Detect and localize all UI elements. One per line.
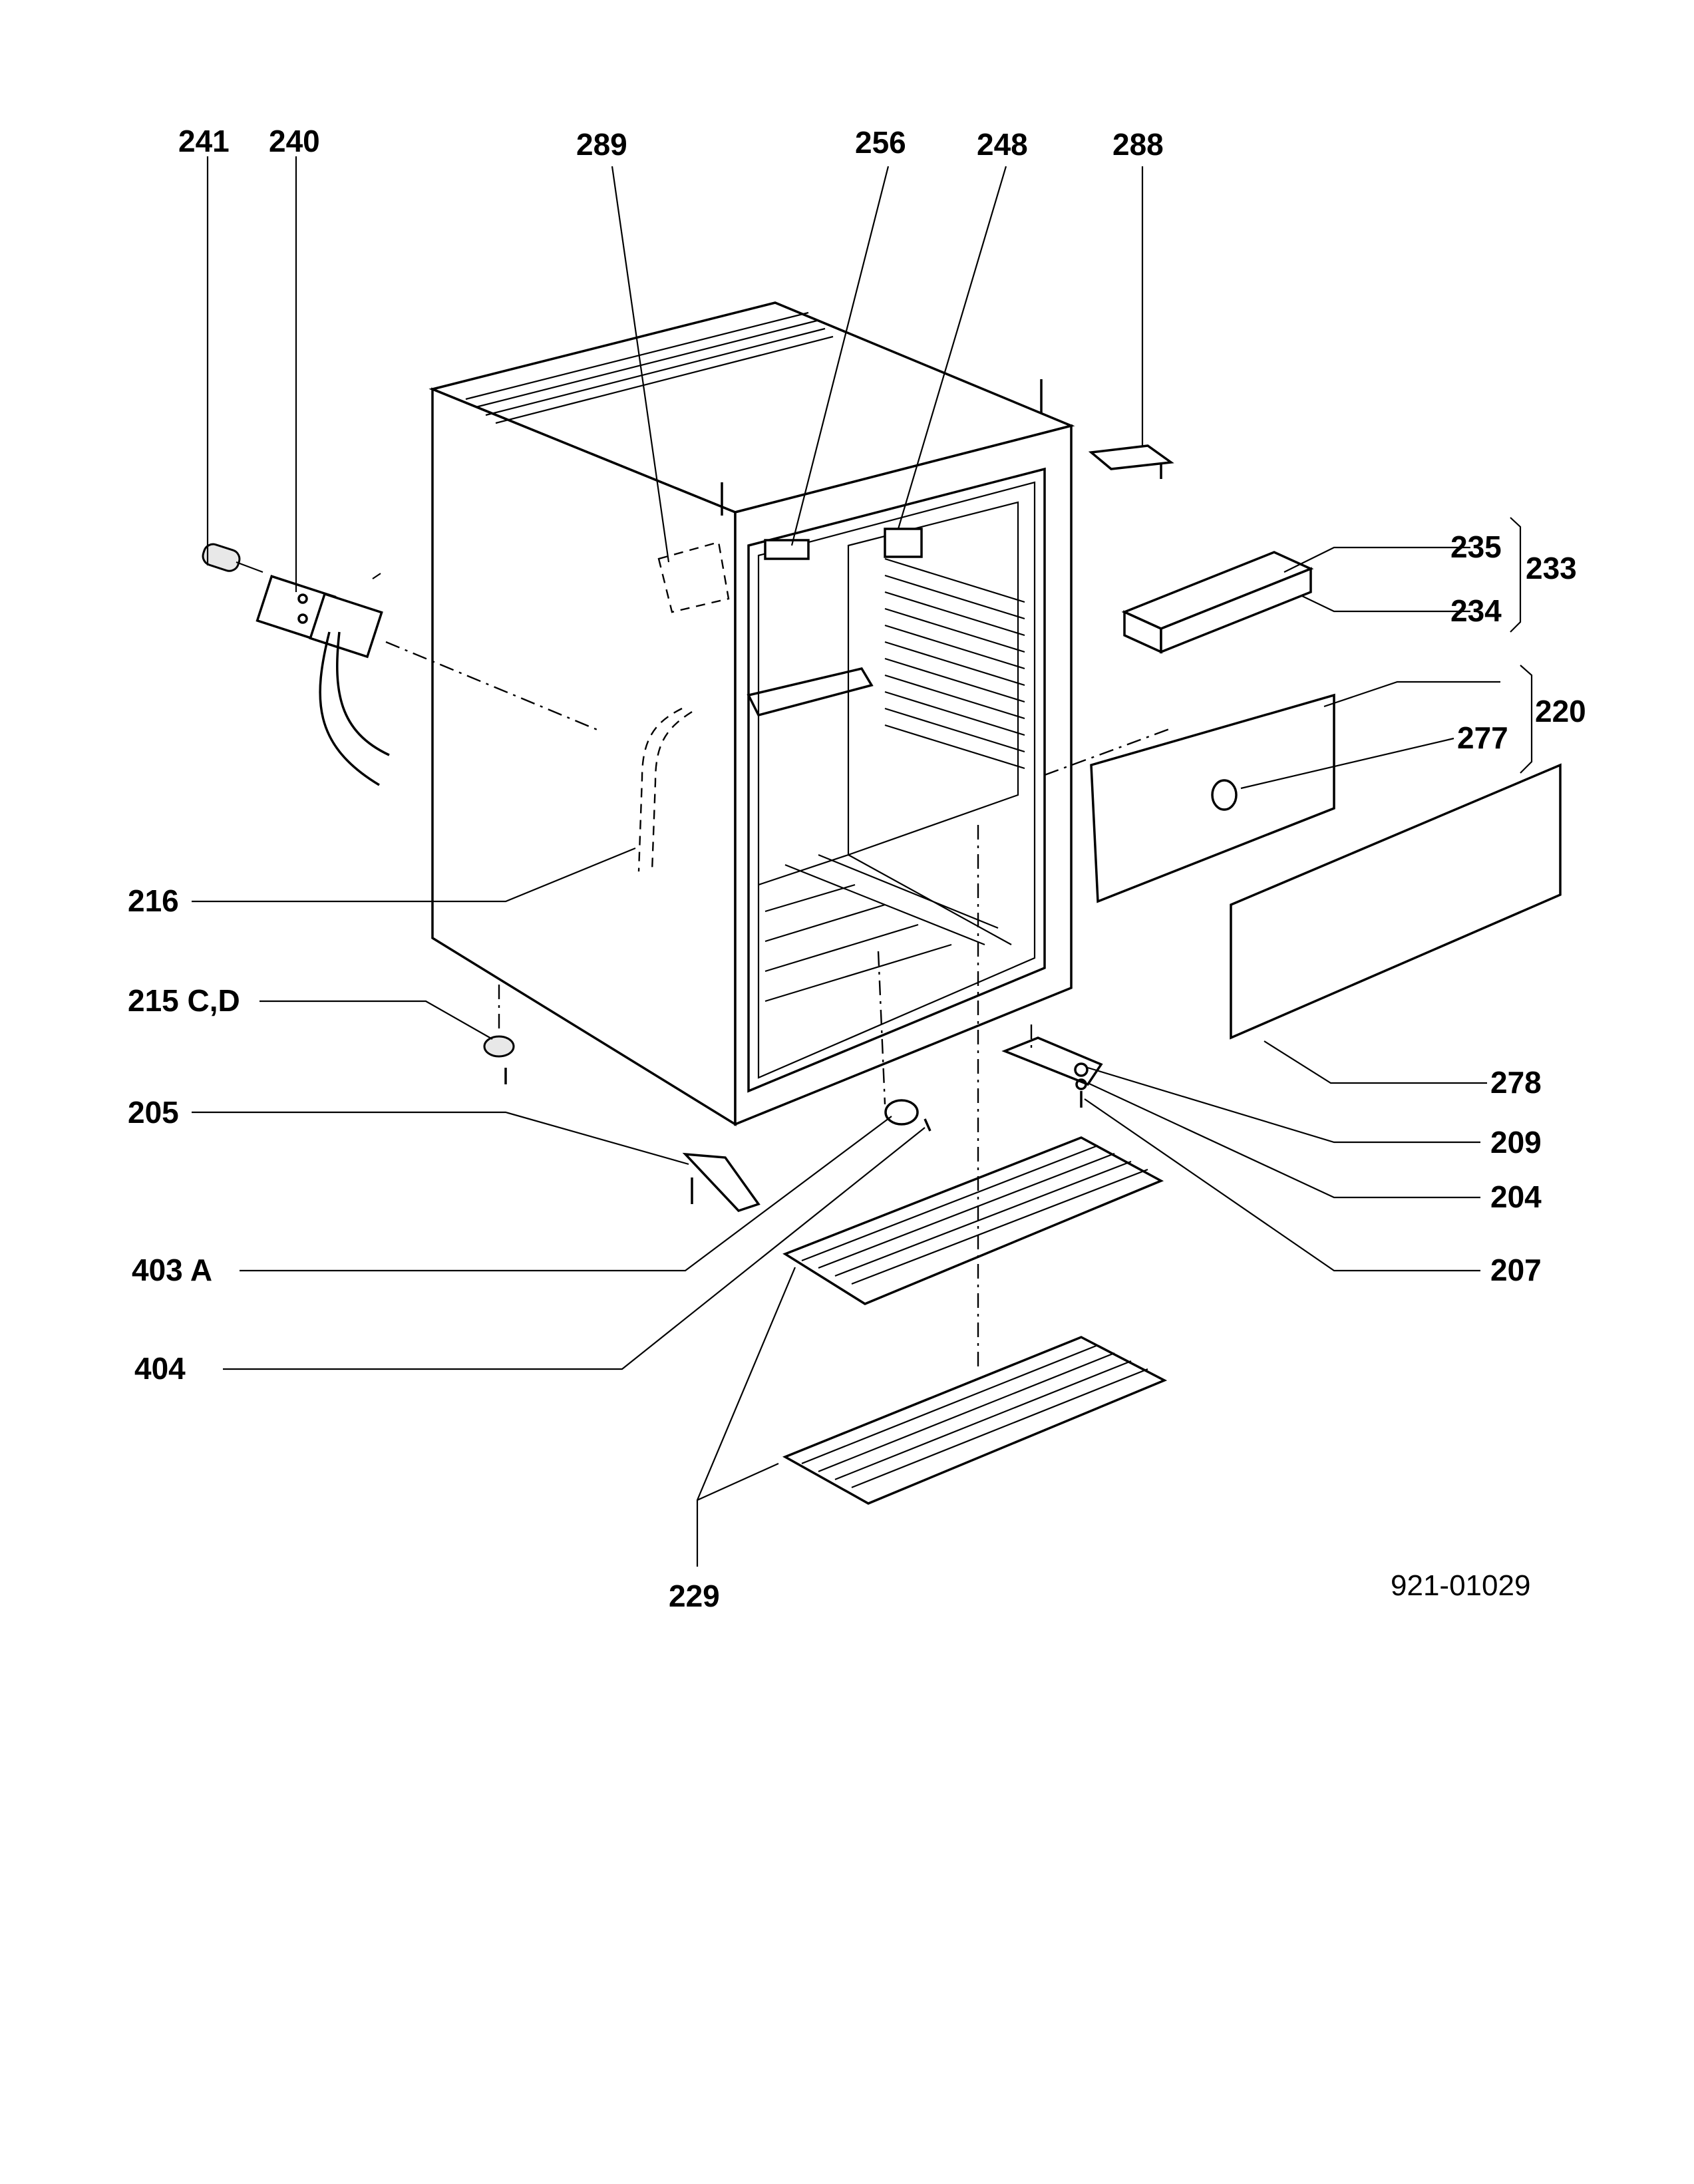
callout-288: 288 xyxy=(1112,127,1164,162)
bottom-hinge-right xyxy=(1001,1036,1103,1108)
decor-panel xyxy=(1230,763,1562,1040)
callout-216: 216 xyxy=(128,883,179,918)
hinge-289 xyxy=(657,541,730,613)
bottom-hinge-left xyxy=(682,1152,761,1213)
assembly-centerlines xyxy=(385,641,1172,1370)
drain-tube xyxy=(637,707,693,872)
wire-shelf-lower xyxy=(782,1336,1168,1505)
callout-215cd: 215 C,D xyxy=(128,983,240,1018)
screw-240 xyxy=(372,573,381,579)
callout-404: 404 xyxy=(134,1351,186,1386)
foot xyxy=(483,1035,515,1084)
drawing-code: 921-01029 xyxy=(1391,1569,1530,1602)
callout-labels: 241 240 289 256 248 288 235 233 234 220 … xyxy=(128,124,1586,1613)
bracket-256 xyxy=(764,539,810,560)
callout-256: 256 xyxy=(855,125,906,160)
thermostat-assembly xyxy=(255,575,390,786)
callout-277: 277 xyxy=(1457,720,1508,755)
callout-205: 205 xyxy=(128,1095,179,1130)
callout-209: 209 xyxy=(1490,1125,1542,1160)
callout-204: 204 xyxy=(1490,1179,1542,1214)
wire-shelf-upper xyxy=(782,1136,1164,1305)
callout-233: 233 xyxy=(1526,551,1577,585)
floor-ribs xyxy=(764,854,999,1003)
callout-241: 241 xyxy=(178,124,230,158)
cabinet xyxy=(428,301,1075,1127)
door-panel xyxy=(1090,693,1335,903)
leader-lines xyxy=(192,156,1533,1567)
door-tray xyxy=(1121,551,1314,654)
callout-234: 234 xyxy=(1450,593,1502,628)
callout-278: 278 xyxy=(1490,1065,1542,1100)
callout-240: 240 xyxy=(269,124,320,158)
thermostat-knob xyxy=(202,543,263,573)
callout-248: 248 xyxy=(977,127,1028,162)
callout-403a: 403 A xyxy=(132,1253,212,1287)
callout-207: 207 xyxy=(1490,1253,1542,1287)
liner-shelf-ribs xyxy=(884,557,1025,770)
callout-289: 289 xyxy=(576,127,627,162)
callout-220: 220 xyxy=(1535,694,1586,728)
top-hinge xyxy=(1088,444,1174,479)
bracket-248 xyxy=(884,528,923,558)
callout-235: 235 xyxy=(1450,530,1502,564)
top-vent-slots xyxy=(465,311,834,424)
lamp-holder xyxy=(884,1099,932,1132)
callout-229: 229 xyxy=(669,1579,720,1613)
